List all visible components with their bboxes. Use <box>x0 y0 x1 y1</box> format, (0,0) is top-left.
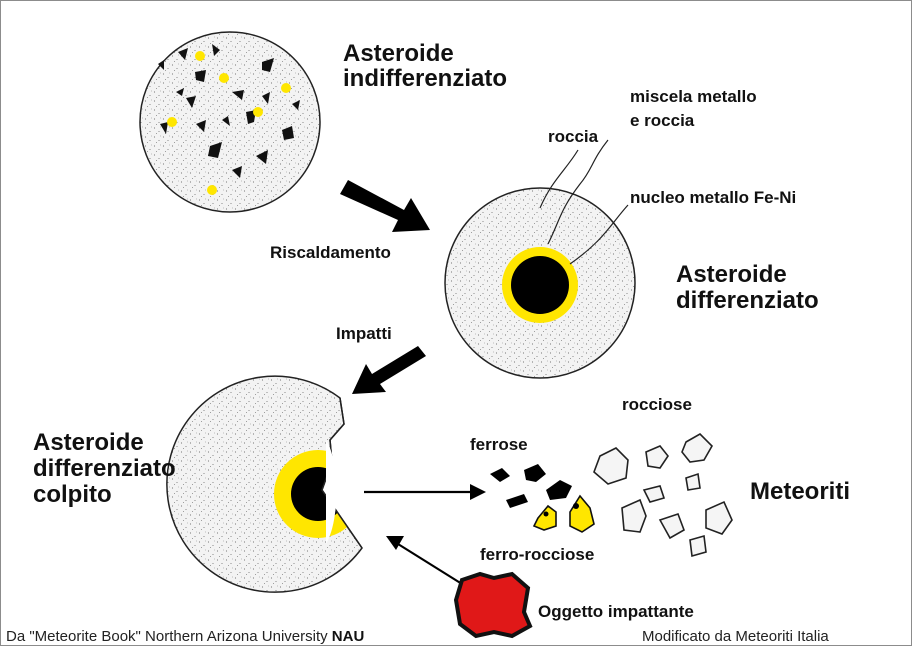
rock-label: roccia <box>548 126 598 148</box>
meteorites-label: Meteoriti <box>750 479 850 504</box>
heating-arrow <box>340 180 430 232</box>
stony-iron-fragments <box>534 496 594 532</box>
iron-nickel-core <box>511 256 569 314</box>
impactor-object <box>456 574 530 636</box>
stony-iron-label: ferro-rocciose <box>480 544 594 566</box>
ferrous-label: ferrose <box>470 434 528 456</box>
hit-asteroid-label-line1: Asteroide <box>33 430 144 455</box>
rocky-fragments <box>594 434 732 556</box>
source-credit-text: Da "Meteorite Book" Northern Arizona Uni… <box>6 628 332 645</box>
impacts-arrow <box>352 346 426 394</box>
core-label: nucleo metallo Fe-Ni <box>630 187 796 209</box>
impactor-arrow <box>386 536 462 584</box>
hit-asteroid <box>167 376 362 592</box>
impacts-label: Impatti <box>336 323 392 345</box>
modified-credit: Modificato da Meteoriti Italia <box>642 628 829 645</box>
source-credit-nau: NAU <box>332 628 365 645</box>
undifferentiated-label-line2: indifferenziato <box>343 66 507 91</box>
differentiated-asteroid <box>445 140 635 378</box>
hit-asteroid-label-line2: differenziato <box>33 456 176 481</box>
mix-label-line1: miscela metallo <box>630 86 757 108</box>
differentiated-label-line2: differenziato <box>676 288 819 313</box>
heating-label: Riscaldamento <box>270 242 391 264</box>
source-credit: Da "Meteorite Book" Northern Arizona Uni… <box>6 628 364 645</box>
rocky-label: rocciose <box>622 394 692 416</box>
impactor-label: Oggetto impattante <box>538 601 694 623</box>
hit-asteroid-label-line3: colpito <box>33 482 112 507</box>
ejection-arrow <box>364 484 486 500</box>
differentiated-label-line1: Asteroide <box>676 262 787 287</box>
undifferentiated-asteroid <box>140 32 320 212</box>
mix-label-line2: e roccia <box>630 110 694 132</box>
undifferentiated-label-line1: Asteroide <box>343 41 454 66</box>
ferrous-fragments <box>490 464 572 508</box>
